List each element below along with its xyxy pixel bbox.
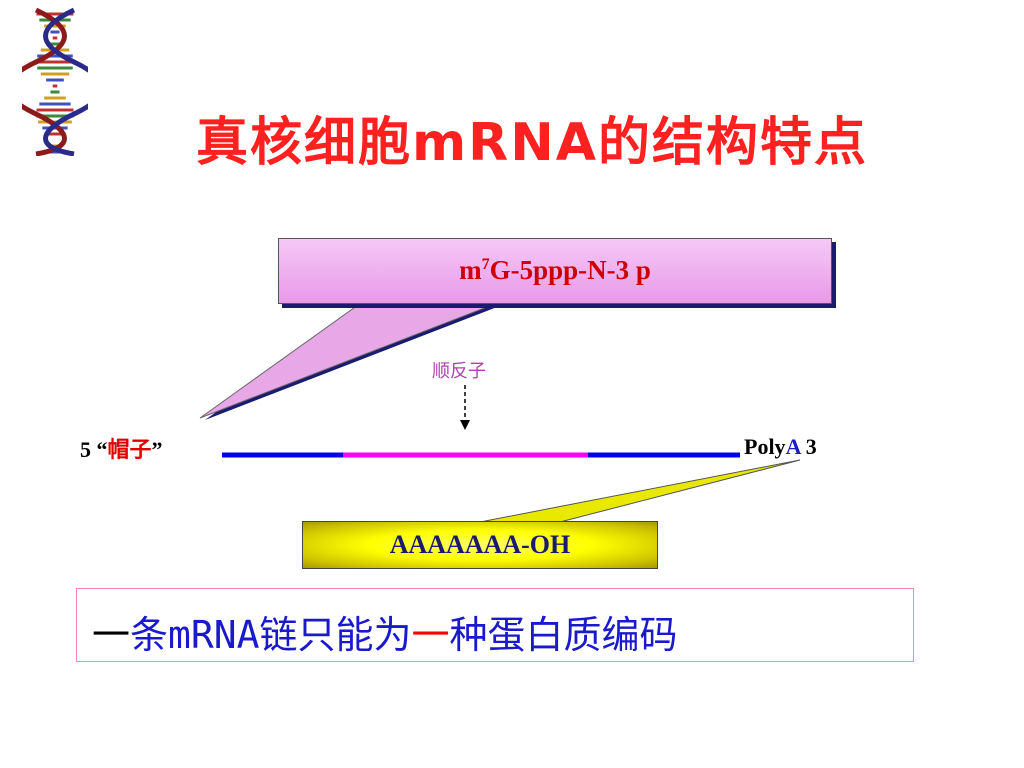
cistron-label: 顺反子 xyxy=(432,361,486,382)
polya-pointer xyxy=(479,459,801,523)
cap-structure-label: m7G-5ppp-N-3 p xyxy=(459,255,651,285)
polya-tail-label: AAAAAAA-OH xyxy=(389,530,571,559)
cistron-arrow-head xyxy=(460,420,470,430)
five-prime-label: 5 “帽子” xyxy=(80,437,163,463)
statement-text: 一条mRNA链只能为一种蛋白质编码 xyxy=(92,613,678,657)
cap-pointer-shadow xyxy=(205,302,510,420)
dna-helix-icon xyxy=(22,7,88,156)
statement-box xyxy=(76,588,914,662)
polya-tail-box xyxy=(302,521,658,569)
cap-structure-box xyxy=(278,238,832,304)
cap-word: 帽子 xyxy=(107,438,152,463)
page-title: 真核细胞mRNA的结构特点 xyxy=(196,113,868,173)
three-prime-label: PolyA 3 xyxy=(744,434,817,459)
